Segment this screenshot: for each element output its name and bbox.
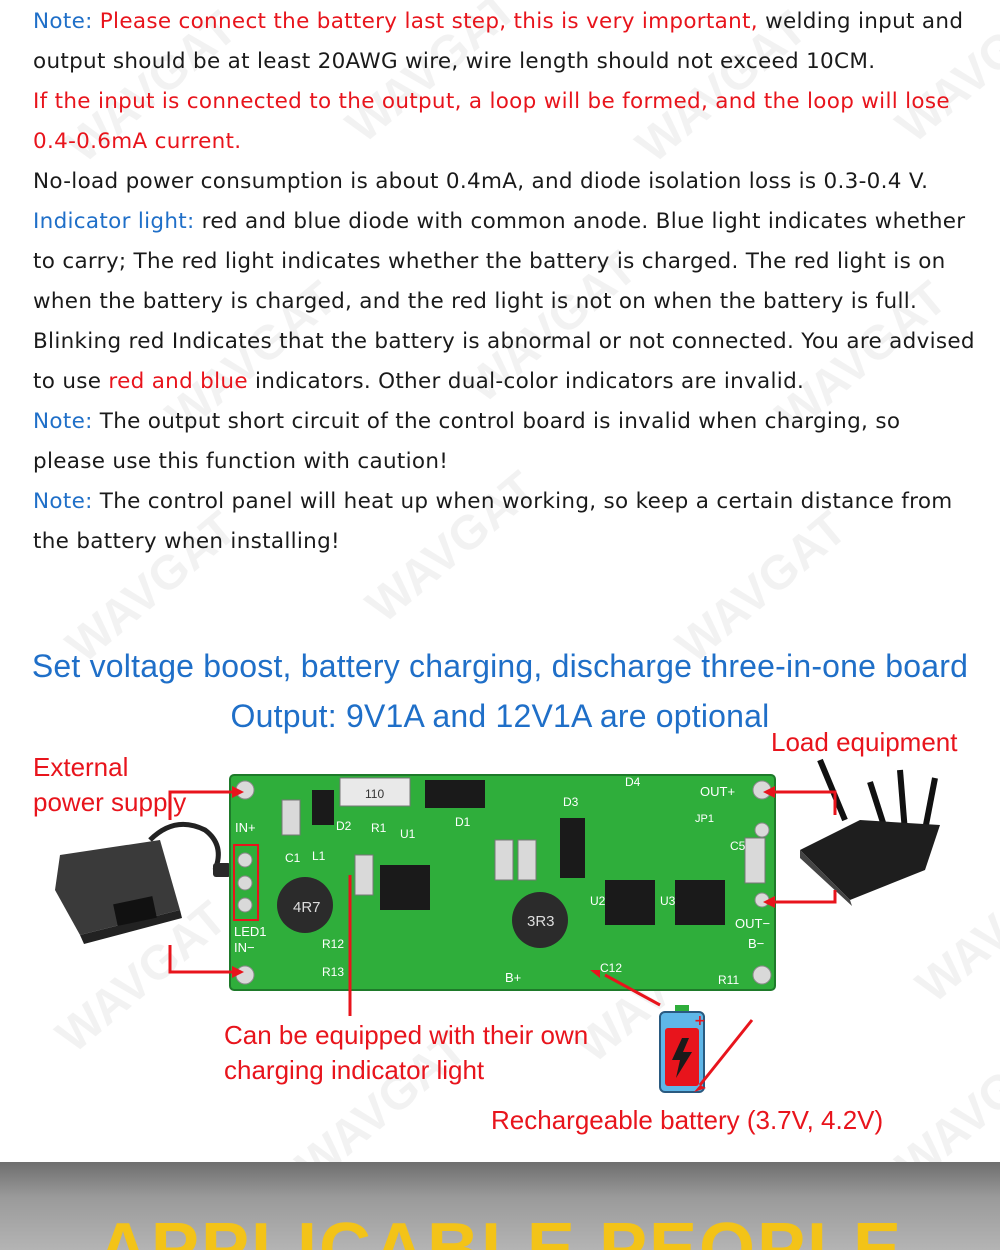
pcb-label-u3: U3 — [660, 894, 676, 908]
pcb-label-jp1: JP1 — [695, 813, 714, 825]
notes-section: Note: Please connect the battery last st… — [33, 2, 978, 562]
pcb-label-inductor1: 4R7 — [293, 899, 321, 916]
note-text: The output short circuit of the control … — [33, 409, 901, 474]
router-icon — [800, 758, 940, 906]
note-paragraph: Note: The output short circuit of the co… — [33, 402, 978, 482]
battery-icon: + — [659, 1005, 706, 1093]
note-text: The control panel will heat up when work… — [33, 489, 953, 554]
note-paragraph: No-load power consumption is about 0.4mA… — [33, 162, 978, 202]
pcb-label-c5: C5 — [730, 839, 746, 853]
battery-label: Rechargeable battery (3.7V, 4.2V) — [491, 1105, 884, 1135]
pcb-label-r1: R1 — [371, 821, 387, 835]
pcb-label-out-plus: OUT+ — [700, 784, 735, 799]
pcb-label-b-plus: B+ — [505, 970, 521, 985]
note-text: Please connect the battery last step, th… — [99, 9, 766, 34]
note-text: red and blue diode with common anode. Bl… — [33, 209, 975, 394]
pcb-label-d4: D4 — [625, 775, 641, 789]
pcb-label-l1: L1 — [312, 849, 326, 863]
wiring-diagram: IN+ LED1 IN− OUT+ OUT− B− B+ 4R7 3R3 110… — [55, 758, 940, 1093]
pcb-label-c12: C12 — [600, 961, 622, 975]
banner-title: APPLICABLE PEOPLE — [96, 1209, 904, 1250]
pcb-label-inductor2: 3R3 — [527, 913, 555, 930]
pcb-board — [229, 774, 776, 991]
pcb-label-r11: R11 — [718, 973, 739, 987]
note-text: No-load power consumption is about 0.4mA… — [33, 169, 929, 194]
note-text: red and blue — [108, 369, 248, 394]
external-power-label: External power supply — [33, 752, 187, 817]
note-text: Note: — [33, 409, 100, 434]
pcb-label-led1: LED1 — [234, 924, 267, 939]
power-adapter-icon — [55, 821, 231, 944]
pcb-label-d3: D3 — [563, 795, 579, 809]
applicable-people-banner: APPLICABLE PEOPLE — [0, 1162, 1000, 1250]
pcb-label-out-minus: OUT− — [735, 916, 770, 931]
pcb-label-b-minus: B− — [748, 936, 764, 951]
note-text: If the input is connected to the output,… — [33, 89, 950, 154]
indicator-light-label: Can be equipped with their own charging … — [224, 1020, 589, 1085]
connector-arrows — [168, 790, 837, 1086]
pcb-label-u2: U2 — [590, 894, 606, 908]
note-text: Indicator light: — [33, 209, 202, 234]
pcb-label-d1: D1 — [455, 815, 471, 829]
board-title: Set voltage boost, battery charging, dis… — [31, 648, 969, 684]
note-paragraph: Note: Please connect the battery last st… — [33, 2, 978, 82]
pcb-label-r12: R12 — [322, 937, 344, 951]
note-paragraph: Indicator light: red and blue diode with… — [33, 202, 978, 402]
note-text: Note: — [33, 9, 100, 34]
note-text: Note: — [33, 489, 100, 514]
pcb-label-in-minus: IN− — [234, 940, 255, 955]
pcb-label-in-plus: IN+ — [235, 820, 256, 835]
pcb-label-d2: D2 — [336, 819, 352, 833]
pcb-label-c1: C1 — [285, 851, 301, 865]
note-paragraph: If the input is connected to the output,… — [33, 82, 978, 162]
note-text: indicators. Other dual-color indicators … — [247, 369, 805, 394]
svg-text:+: + — [694, 1013, 706, 1029]
note-text: welding input and output should be at le… — [33, 9, 964, 74]
pcb-label-u1: U1 — [400, 827, 416, 841]
pcb-label-res-code: 110 — [365, 787, 384, 801]
note-paragraph: Note: The control panel will heat up whe… — [33, 482, 978, 562]
pcb-label-r13: R13 — [322, 965, 344, 979]
load-equipment-label: Load equipment — [771, 727, 958, 757]
output-options-title: Output: 9V1A and 12V1A are optional — [230, 698, 770, 734]
